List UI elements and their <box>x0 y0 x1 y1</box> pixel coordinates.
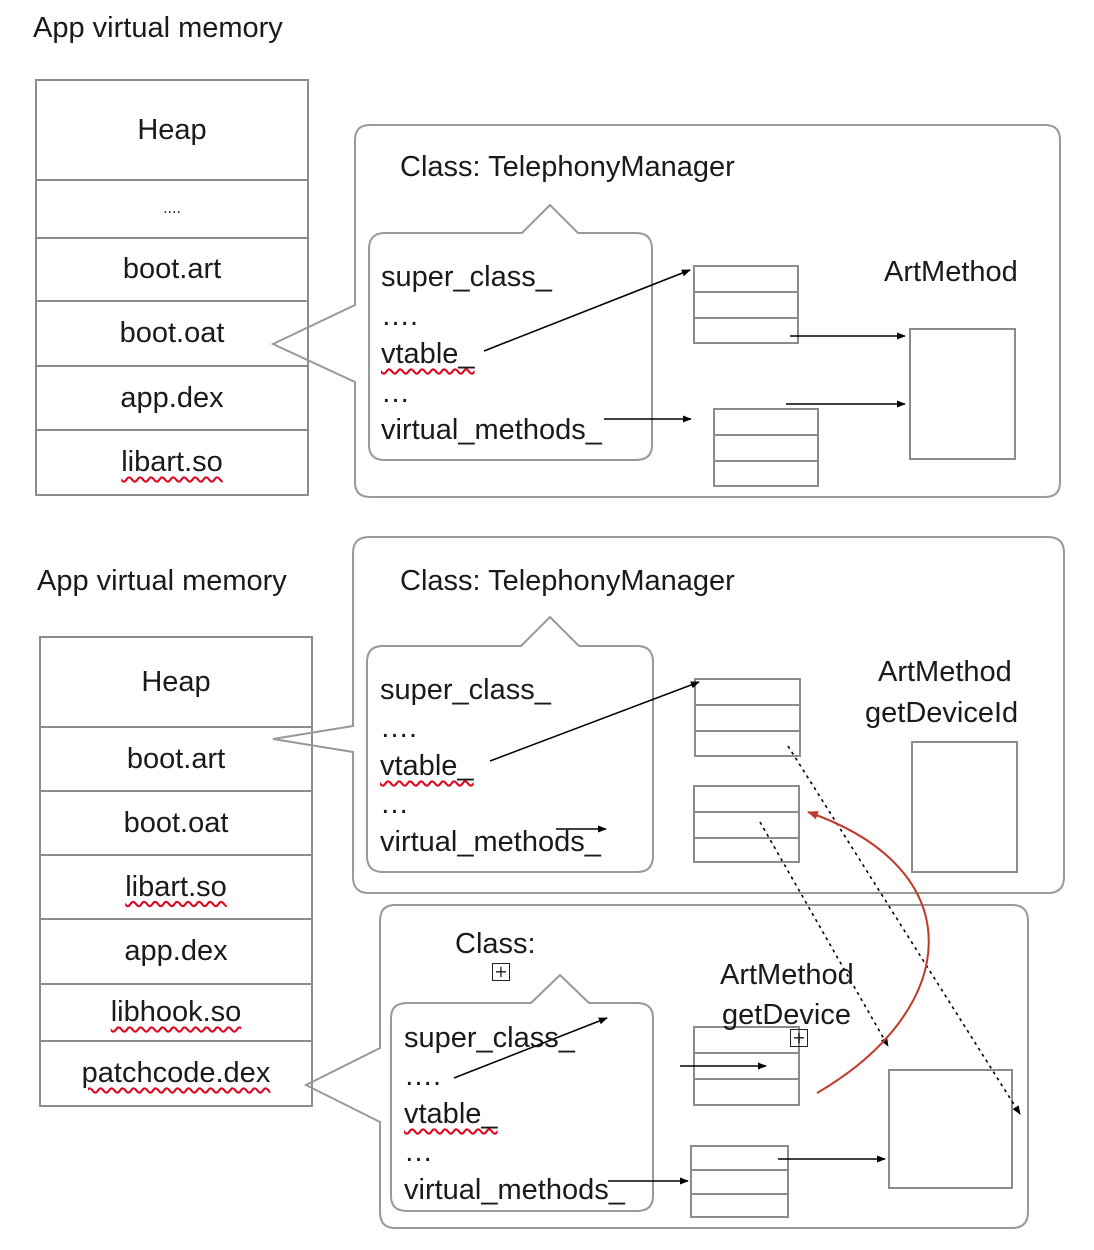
bottom-field-ellipsis-1: …. <box>380 712 418 744</box>
top-field-ellipsis-1: …. <box>381 300 419 332</box>
bottom-memory-libart-so: libart.so <box>40 855 312 919</box>
bottom-section-title: App virtual memory <box>37 565 287 597</box>
patch-superclass-arrow <box>453 1017 608 1079</box>
bottom-artmethod-label: ArtMethod <box>878 656 1012 688</box>
bottom-memory-boot-art: boot.art <box>126 742 226 775</box>
patch-methods-table <box>690 1145 789 1218</box>
bottom-artmethod-box <box>911 741 1018 873</box>
top-class-title: Class: TelephonyManager <box>400 151 735 183</box>
bottom-memory-heap: Heap <box>141 665 211 698</box>
bottom-memory-patchcode-dex: patchcode.dex <box>40 1041 312 1106</box>
top-memory-stack <box>35 79 309 496</box>
top-memory-ellipsis: .... <box>163 200 181 217</box>
hook-red-curve-arrow <box>806 811 930 1094</box>
top-vtable-table <box>693 265 799 344</box>
bottom-vtable-arrow <box>489 681 700 762</box>
bottom-class-title: Class: TelephonyManager <box>400 565 735 597</box>
bottom-methods-table <box>693 785 800 863</box>
patch-fields-box <box>390 973 654 1212</box>
top-vtable-arrow <box>483 269 691 352</box>
top-field-super-class: super_class_ <box>381 261 552 293</box>
bottom-field-super-class: super_class_ <box>380 674 551 706</box>
top-section-title: App virtual memory <box>33 12 283 44</box>
top-memory-libart-so-label: libart.so <box>121 446 223 478</box>
patch-field-virtual-methods: virtual_methods_ <box>404 1174 625 1206</box>
patch-artmethod-box <box>888 1069 1013 1189</box>
bottom-field-virtual-methods: virtual_methods_ <box>380 826 601 858</box>
bottom-vtable-table <box>694 678 801 757</box>
top-methods-table <box>713 408 819 487</box>
bottom-memory-app-dex: app.dex <box>124 935 228 967</box>
patch-artmethod-label: ArtMethod <box>720 959 854 991</box>
top-class-panel <box>270 124 1061 498</box>
dotted-methods-redirect-arrow <box>759 821 889 1047</box>
top-memory-boot-art: boot.art <box>122 253 222 285</box>
dotted-vtable-redirect-arrow <box>787 745 1021 1115</box>
bottom-memory-libhook-so-label: libhook.so <box>110 996 242 1028</box>
top-memory-app-dex: app.dex <box>120 381 224 414</box>
patch-class-title: Class: <box>455 928 536 960</box>
top-memory-libart-so: libart.so <box>36 430 308 495</box>
top-memory-heap: Heap <box>137 113 207 146</box>
bottom-field-vtable: vtable_ <box>380 750 474 782</box>
patch-artmethod-getdevice-label: getDevice <box>722 999 851 1031</box>
bottom-fields-box <box>366 615 654 873</box>
bottom-memory-libhook-so: libhook.so <box>40 984 312 1041</box>
top-artmethod-box <box>909 328 1016 460</box>
top-field-vtable: vtable_ <box>381 338 475 370</box>
bottom-class-panel <box>272 536 1065 894</box>
top-memory-boot-oat: boot.oat <box>119 317 225 349</box>
bottom-memory-libart-so-label: libart.so <box>125 870 227 903</box>
bottom-memory-stack <box>39 636 313 1107</box>
top-fields-box <box>368 203 653 461</box>
patch-field-super-class: super_class_ <box>404 1022 575 1054</box>
patch-field-vtable: vtable_ <box>404 1098 498 1130</box>
patch-artmethod-expand-icon[interactable]: + <box>790 1029 808 1047</box>
patch-class-panel <box>303 904 1029 1229</box>
bottom-artmethod-getdeviceid-label: getDeviceId <box>865 697 1019 729</box>
bottom-memory-patchcode-dex-label: patchcode.dex <box>81 1057 271 1089</box>
patch-class-expand-icon[interactable]: + <box>492 963 510 981</box>
patch-field-ellipsis-2: … <box>404 1136 433 1168</box>
top-field-ellipsis-2: … <box>381 377 410 409</box>
bottom-memory-boot-oat: boot.oat <box>123 806 229 839</box>
patch-field-ellipsis-1: …. <box>404 1060 442 1092</box>
top-field-virtual-methods: virtual_methods_ <box>381 414 602 446</box>
top-artmethod-label: ArtMethod <box>884 256 1018 288</box>
bottom-field-ellipsis-2: … <box>380 788 409 820</box>
